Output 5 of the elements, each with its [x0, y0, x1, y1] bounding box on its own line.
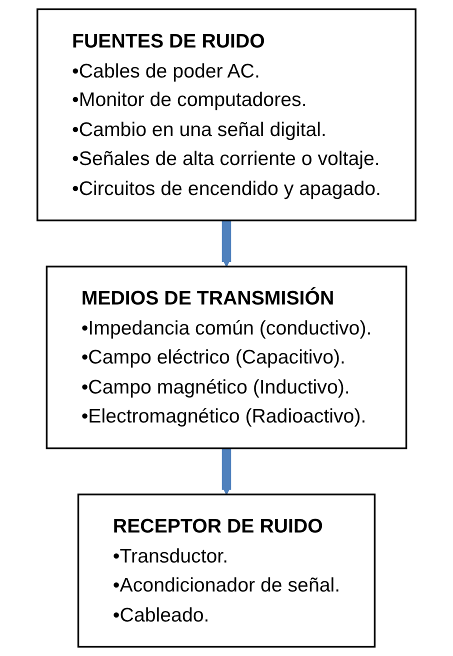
arrow: [221, 448, 232, 495]
node-box: FUENTES DE RUIDO •Cables de poder AC. •Monitor de computadores. •Cambio en una señal digital. •Señales de alta corriente o voltaje. •Circuitos de encendido y apagado.: [36, 8, 416, 222]
node-box: RECEPTOR DE RUIDO •Transductor. •Acondicionador de señal. •Cableado.: [77, 494, 376, 648]
arrow: [221, 220, 232, 268]
node-box: MEDIOS DE TRANSMISIÓN •Impedancia común (conductivo). •Campo eléctrico (Capacitivo). •Campo magnético (Inductivo). •Electromagnético (Radioactivo).: [46, 266, 408, 450]
